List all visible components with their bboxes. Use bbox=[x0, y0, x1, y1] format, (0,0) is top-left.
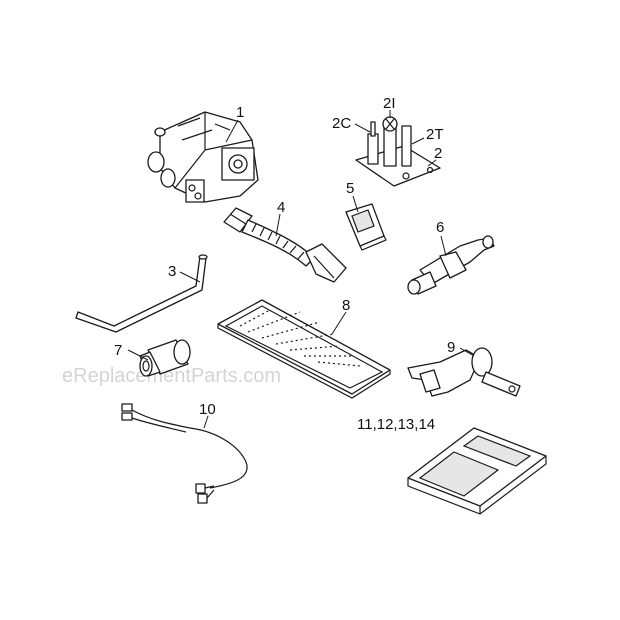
callout-8: 8 bbox=[342, 297, 350, 314]
callout-6: 6 bbox=[436, 219, 444, 236]
part-1-gas-valve bbox=[147, 111, 259, 203]
part-7-fitting bbox=[139, 339, 191, 377]
callout-1: 1 bbox=[236, 104, 244, 121]
part-3-tube bbox=[75, 254, 208, 333]
leader-lines bbox=[127, 110, 475, 429]
part-4-flex-connector bbox=[223, 207, 347, 283]
callout-9: 9 bbox=[447, 339, 455, 356]
part-5-switch bbox=[345, 203, 387, 251]
part-10-wire-harness bbox=[121, 403, 248, 504]
callout-2c: 2C bbox=[332, 115, 351, 132]
part-9-bracket bbox=[407, 347, 521, 397]
watermark: eReplacementParts.com bbox=[62, 365, 281, 387]
callout-5: 5 bbox=[346, 180, 354, 197]
callout-2t: 2T bbox=[426, 126, 444, 143]
callout-7: 7 bbox=[114, 342, 122, 359]
callout-2: 2 bbox=[434, 145, 442, 162]
part-8-burner bbox=[217, 299, 391, 399]
part-11-14-log-set bbox=[407, 427, 547, 515]
callout-4: 4 bbox=[277, 199, 285, 216]
callout-3: 3 bbox=[168, 263, 176, 280]
callout-2i: 2I bbox=[383, 95, 396, 112]
callout-labels: 1 2C 2I 2T 2 3 4 5 6 7 8 9 10 11,12,13,1… bbox=[114, 95, 455, 433]
callout-11-14: 11,12,13,14 bbox=[357, 416, 435, 433]
part-6-pilot-burner bbox=[407, 235, 495, 295]
callout-10: 10 bbox=[199, 401, 216, 418]
